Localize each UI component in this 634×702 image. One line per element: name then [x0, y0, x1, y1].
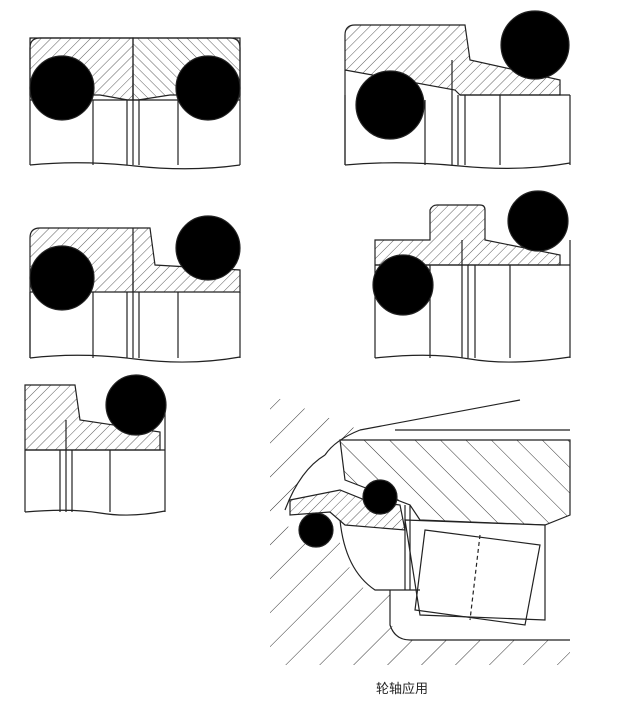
seal-variant-3: [29, 215, 241, 363]
seal-variant-2: [344, 10, 571, 169]
figure-caption: 轮轴应用: [375, 682, 428, 697]
seal-variant-5: [24, 374, 167, 516]
seal-variant-1: [29, 37, 241, 170]
wheel-axle-application: [270, 395, 571, 665]
seal-variant-4: [372, 190, 571, 363]
